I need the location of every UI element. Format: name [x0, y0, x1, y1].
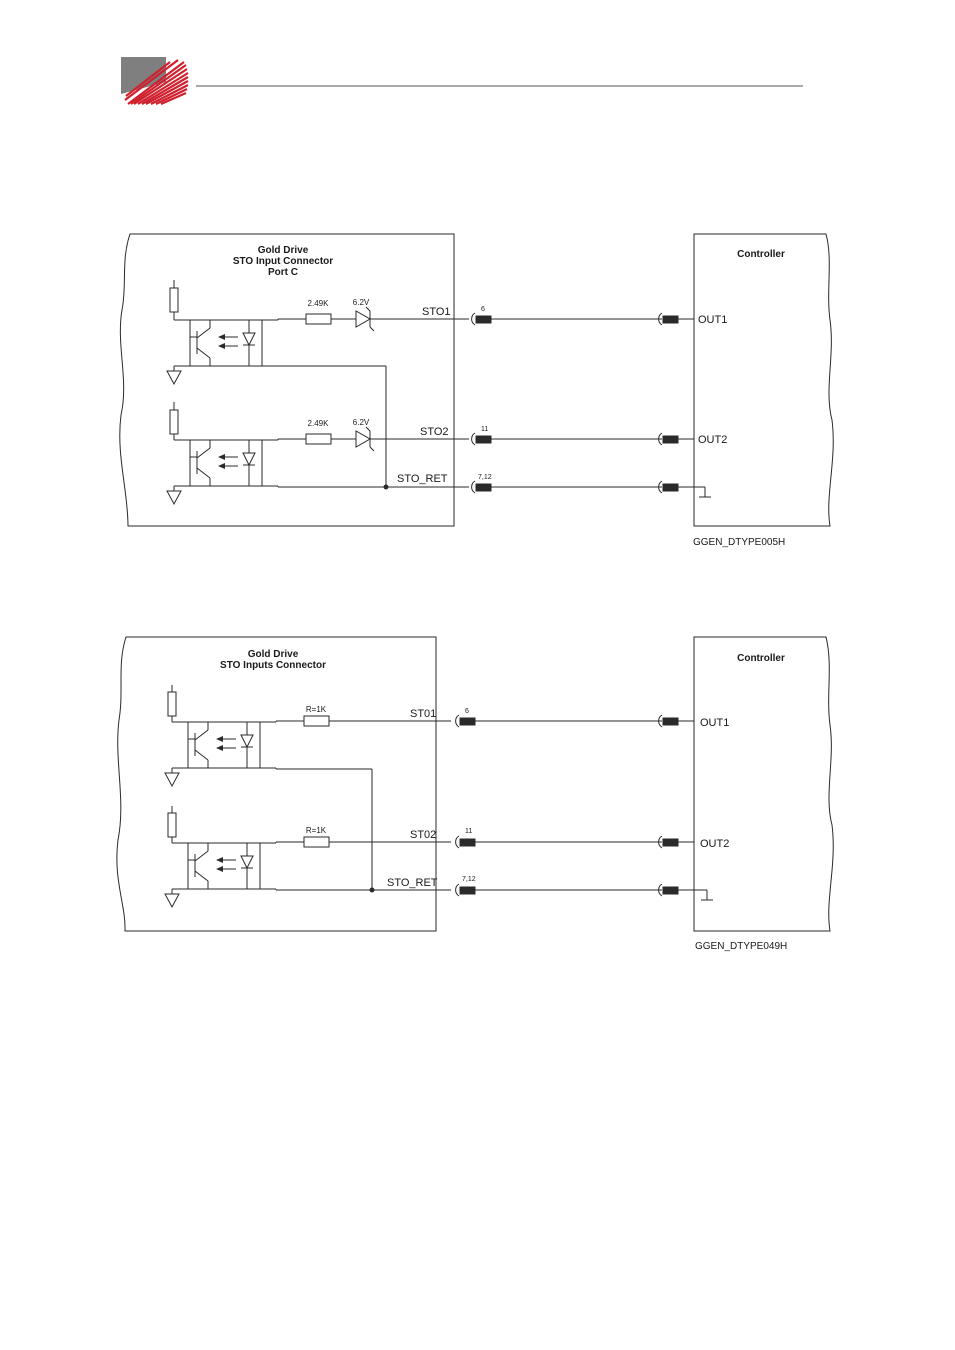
drive-pin-2 — [472, 433, 491, 445]
controller-box — [694, 637, 833, 931]
drive-pin-3 — [456, 884, 475, 896]
controller-title: Controller — [737, 653, 785, 664]
out1-label: OUT1 — [700, 717, 729, 729]
controller-pin-3 — [659, 481, 711, 497]
optocoupler-1 — [167, 280, 262, 384]
pin-2-number: 11 — [465, 828, 472, 835]
drive-pin-3 — [472, 481, 491, 493]
resistor-1-label: 2.49K — [308, 299, 330, 308]
out1-label: OUT1 — [698, 314, 727, 326]
signal-st02-label: ST02 — [410, 829, 436, 841]
controller-pin-1 — [659, 715, 694, 727]
pin-1-number: 6 — [465, 708, 469, 715]
zener-1-label: 6.2V — [353, 298, 370, 307]
resistor-2-label: 2.49K — [308, 419, 330, 428]
drive-title-line-1: Gold Drive — [248, 649, 299, 660]
drive-title-line-2: STO Inputs Connector — [220, 660, 326, 671]
signal-sto-ret-label: STO_RET — [397, 473, 448, 485]
out2-label: OUT2 — [698, 434, 727, 446]
page-header — [0, 0, 955, 110]
figure-code-1: GGEN_DTYPE005H — [693, 537, 785, 548]
optocoupler-2 — [167, 402, 262, 504]
drive-pin-1 — [472, 313, 491, 325]
controller-box — [694, 234, 833, 526]
drive-title-line-3: Port C — [268, 267, 298, 278]
optocoupler-2 — [165, 806, 260, 907]
pin-3-number: 7,12 — [478, 474, 492, 481]
sto-wiring-diagram-1: Gold Drive STO Input Connector Port C Co… — [0, 225, 955, 565]
drive-pin-2 — [456, 836, 475, 848]
resistor-1 — [304, 716, 329, 726]
company-logo — [121, 57, 188, 104]
resistor-2-label: R=1K — [306, 826, 327, 835]
drive-title-line-1: Gold Drive — [258, 245, 309, 256]
controller-pin-1 — [659, 313, 694, 325]
sto-wiring-diagram-2: Gold Drive STO Inputs Connector Controll… — [0, 628, 955, 958]
resistor-2 — [304, 837, 329, 847]
optocoupler-1 — [165, 685, 260, 786]
return-junction — [384, 485, 389, 490]
controller-pin-2 — [659, 836, 694, 848]
resistor-1-label: R=1K — [306, 705, 327, 714]
controller-title: Controller — [737, 249, 785, 260]
out2-label: OUT2 — [700, 838, 729, 850]
signal-sto2-label: STO2 — [420, 426, 449, 438]
signal-sto-ret-label: STO_RET — [387, 877, 438, 889]
signal-st01-label: ST01 — [410, 708, 436, 720]
pin-2-number: 11 — [481, 426, 488, 433]
return-junction — [370, 888, 375, 893]
controller-pin-2 — [659, 433, 694, 445]
pin-1-number: 6 — [481, 306, 485, 313]
resistor-1 — [306, 314, 331, 324]
resistor-2 — [306, 434, 331, 444]
signal-sto1-label: STO1 — [422, 306, 451, 318]
drive-title-line-2: STO Input Connector — [233, 256, 333, 267]
controller-pin-3 — [659, 884, 713, 900]
figure-code-2: GGEN_DTYPE049H — [695, 941, 787, 952]
zener-2-label: 6.2V — [353, 418, 370, 427]
pin-3-number: 7,12 — [462, 876, 476, 883]
drive-pin-1 — [456, 715, 475, 727]
